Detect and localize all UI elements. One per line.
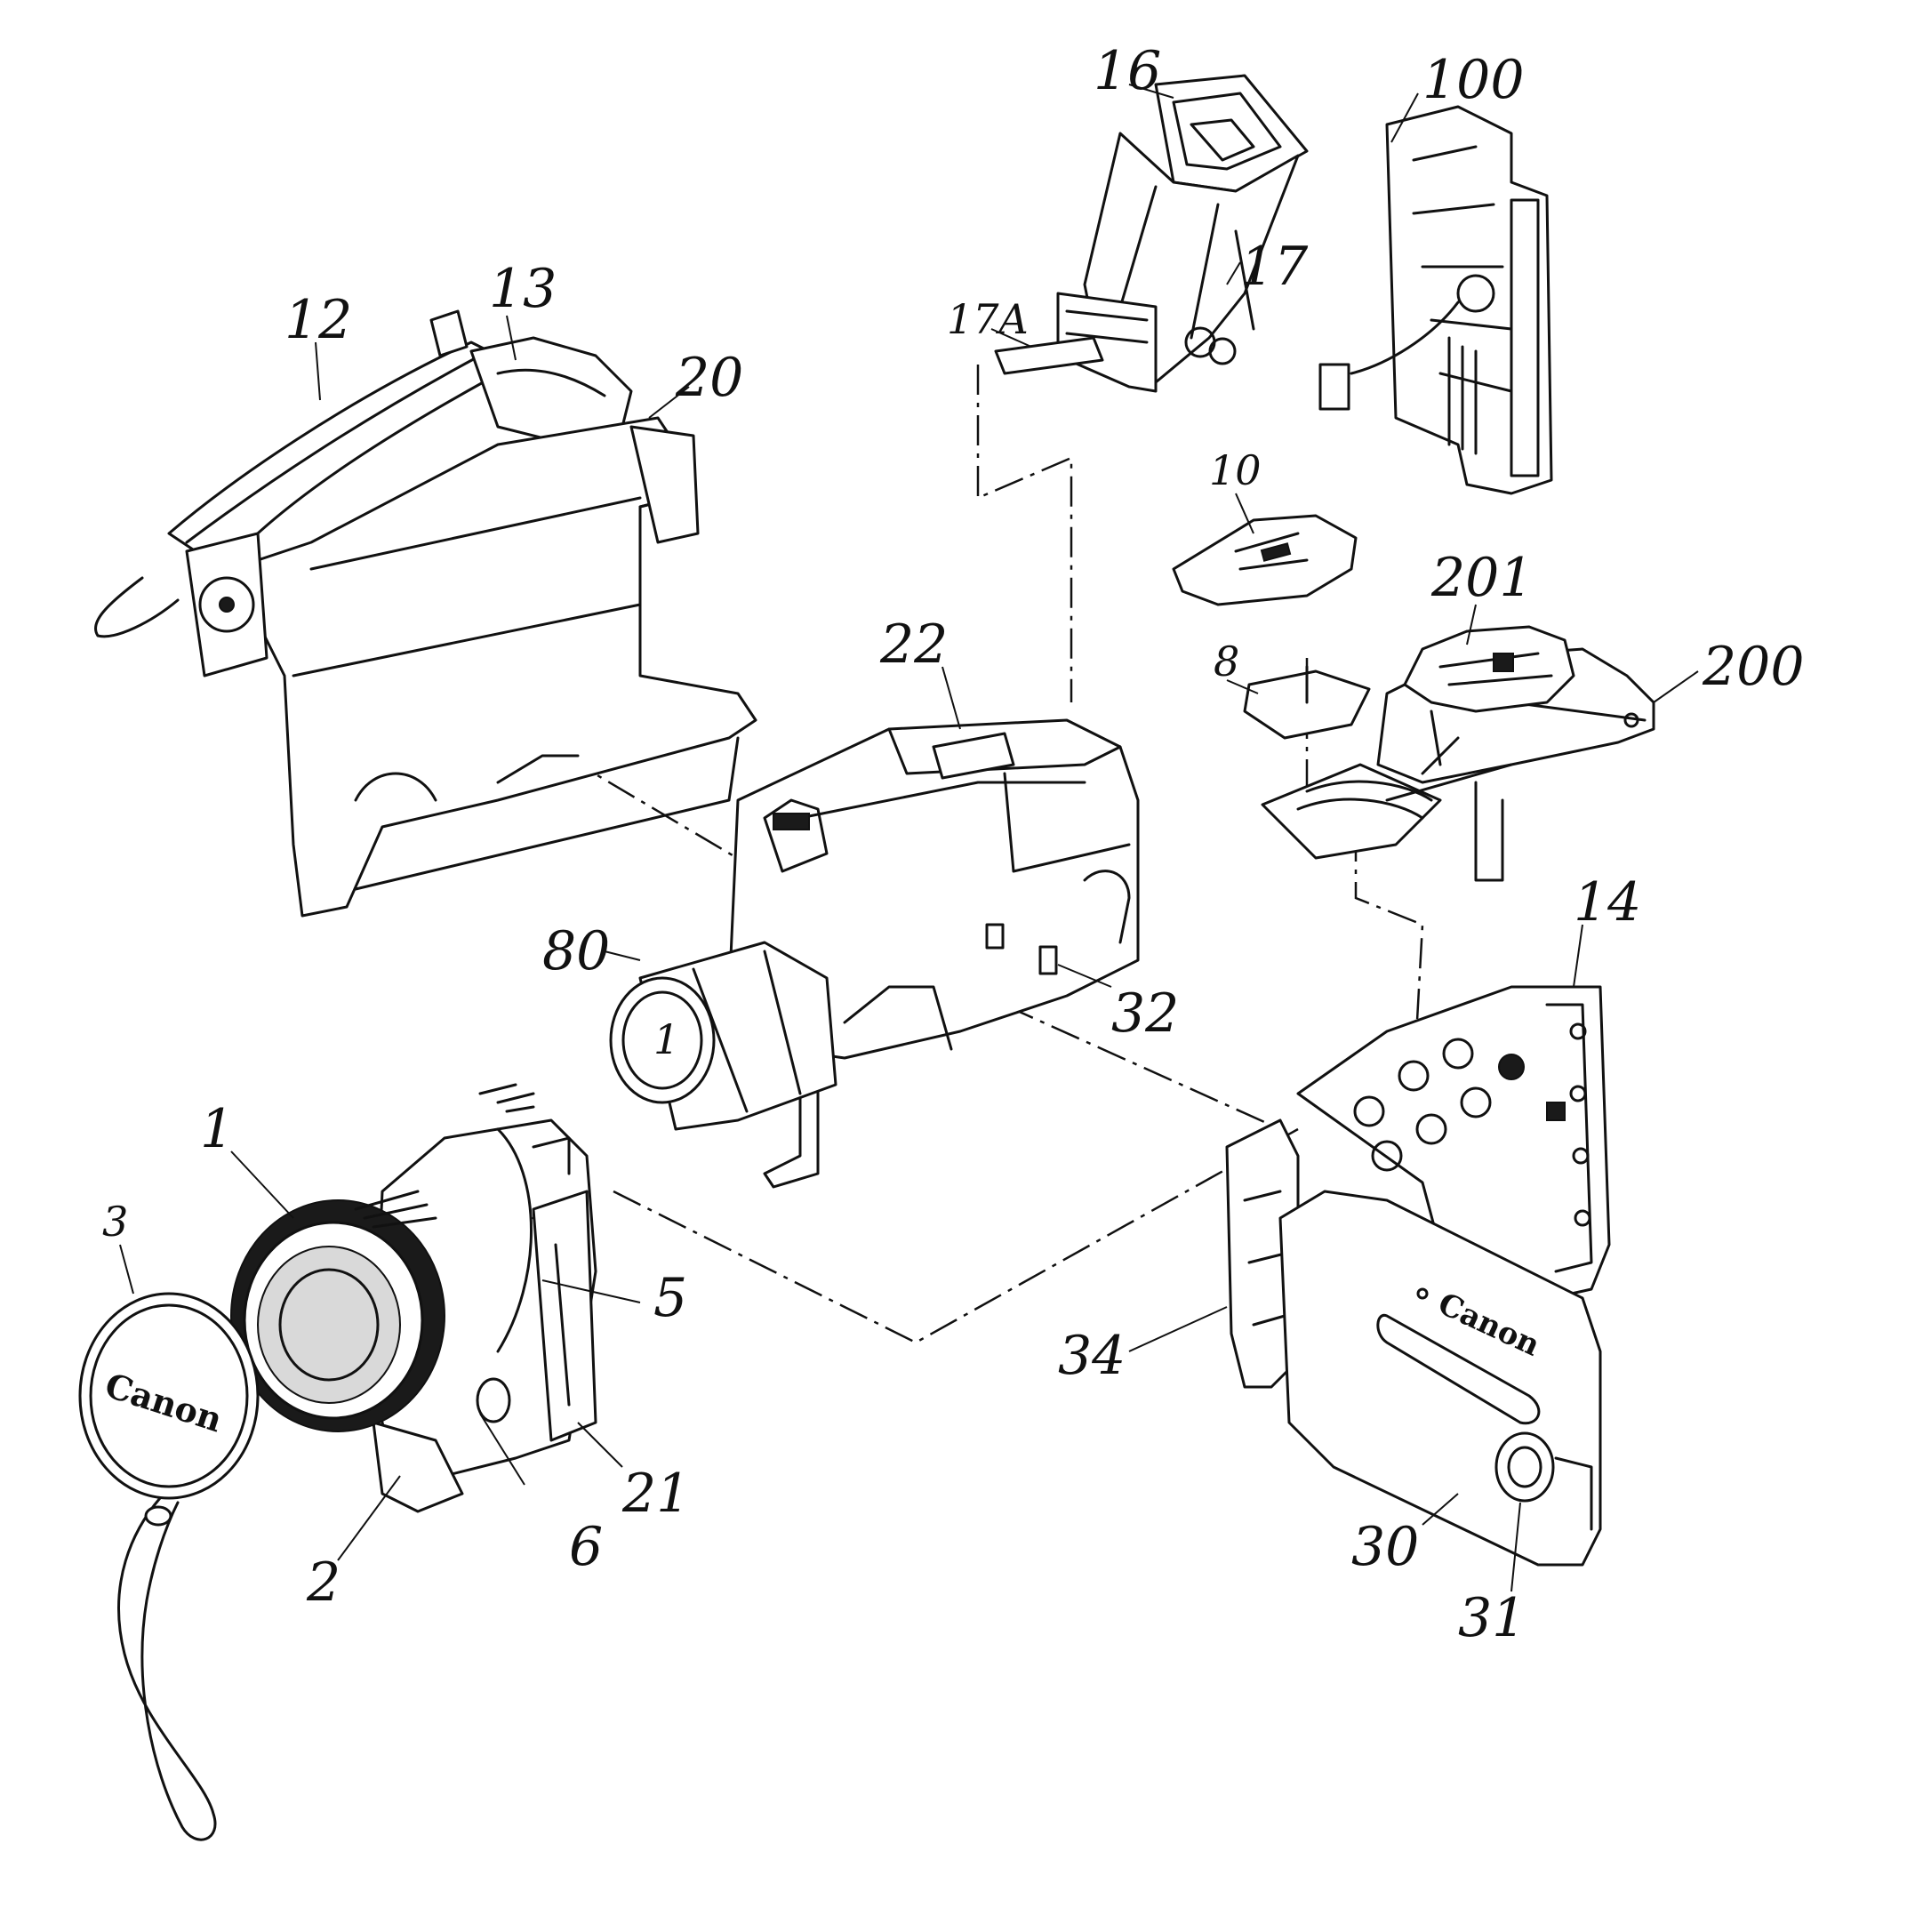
part-6-button [476,1377,511,1423]
label-32: 32 [1111,982,1179,1045]
label-16: 16 [1094,40,1161,102]
label-201: 201 [1430,547,1534,609]
part-14-side-frame [1296,985,1611,1318]
label-100: 100 [1422,49,1525,111]
label-80: 80 [542,920,610,982]
label-31: 31 [1458,1587,1526,1649]
part-17-viewfinder-body [1056,132,1300,393]
label-13: 13 [489,258,557,320]
part-20-main-frame [185,416,757,918]
part-17a-flex-cable [994,336,1104,375]
label-10: 10 [1209,446,1262,494]
callout-labels: 100 16 17 17A 10 201 8 200 12 13 20 22 8… [102,40,1805,1649]
part-1-lens-ring [230,1190,445,1432]
part-100-tape-mechanism [1318,105,1553,495]
part-8-plate [1243,665,1371,740]
leader-lines [119,84,1699,1592]
label-2: 2 [306,1551,341,1614]
label-34: 34 [1058,1325,1126,1387]
label-12: 12 [284,289,352,351]
part-3-lens-cap: Canon [78,1292,260,1841]
label-14: 14 [1574,871,1641,934]
part-21-housing-side [532,1190,597,1442]
label-21: 21 [621,1463,690,1525]
part-10-cover [1172,514,1358,606]
label-6: 6 [569,1516,603,1578]
part-13-grip-pad [469,336,633,446]
lens-mark: 1 [653,1015,679,1063]
part-80-lens-barrel [609,798,837,1131]
label-5: 5 [653,1267,687,1329]
label-30: 30 [1351,1516,1419,1578]
label-22: 22 [879,613,948,676]
label-200: 200 [1702,636,1805,698]
part-201-top-control [1403,625,1575,766]
label-3: 3 [102,1198,128,1246]
label-8: 8 [1214,637,1239,685]
part-31-dial [1494,1431,1555,1503]
part-22-camera-body [727,718,1140,1189]
part-32-connector [1038,945,1058,975]
part-34-hinge [1225,1118,1300,1389]
label-17: 17 [1240,236,1309,298]
label-20: 20 [675,347,743,409]
label-1: 1 [200,1098,234,1160]
label-17a: 17A [947,295,1029,343]
part-2-housing-bottom [372,1421,464,1513]
